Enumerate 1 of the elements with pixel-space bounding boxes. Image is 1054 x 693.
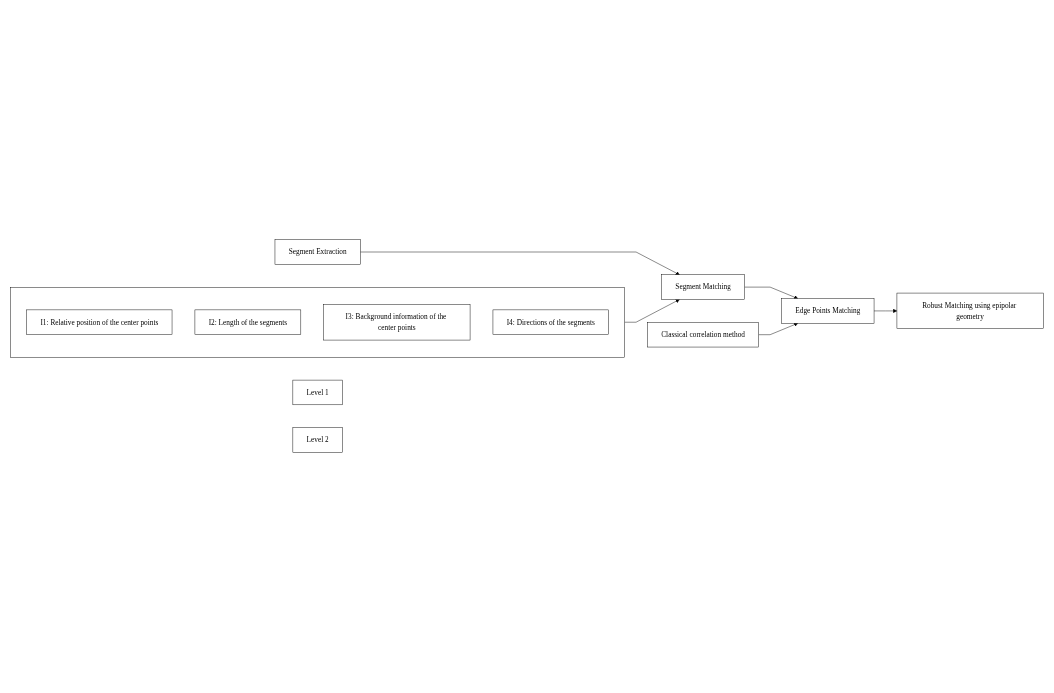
cluster (10, 287, 625, 358)
